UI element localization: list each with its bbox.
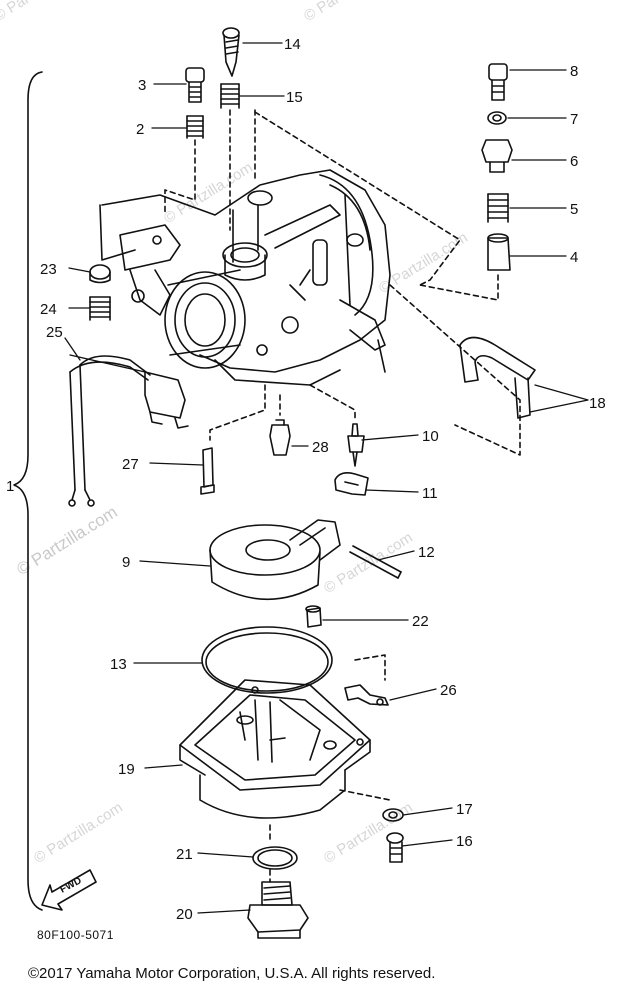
part-24-spring	[89, 296, 111, 321]
fwd-label: FWD	[58, 875, 83, 895]
leader-lines	[64, 42, 589, 914]
guide-line	[309, 384, 356, 421]
callout-26: 26	[440, 682, 457, 699]
carburetor-body	[101, 169, 391, 386]
callout-9: 9	[122, 554, 130, 571]
callout-25: 25	[46, 324, 63, 341]
part-19-float-bowl	[179, 679, 391, 841]
callout-7: 7	[570, 111, 578, 128]
callout-3: 3	[138, 77, 146, 94]
callout-13: 13	[110, 656, 127, 673]
part-6-pilot-screw	[481, 139, 513, 173]
guide-line	[254, 111, 461, 286]
callout-8: 8	[570, 63, 578, 80]
part-20-drain-plug	[247, 869, 309, 939]
callout-14: 14	[284, 36, 301, 53]
part-15-spring	[220, 83, 240, 231]
callout-22: 22	[412, 613, 429, 630]
part-27-jet	[200, 447, 215, 495]
part-13-gasket	[201, 626, 333, 694]
part-8-screw	[488, 63, 508, 101]
part-3-bolt	[185, 67, 205, 103]
guide-line	[209, 384, 266, 441]
callout-11: 11	[422, 485, 438, 502]
copyright-text: ©2017 Yamaha Motor Corporation, U.S.A. A…	[28, 965, 436, 982]
part-2-spring	[164, 115, 204, 216]
part-21-gasket	[252, 846, 298, 870]
callout-20: 20	[176, 906, 193, 923]
callout-15: 15	[286, 89, 303, 106]
throttle-linkage	[99, 204, 181, 316]
part-14-screw	[222, 27, 240, 77]
part-17-washer	[382, 808, 404, 822]
part-22-screw	[305, 605, 322, 628]
callout-1: 1	[6, 478, 14, 495]
callout-6: 6	[570, 153, 578, 170]
guide-line	[389, 284, 521, 456]
part-9-float	[209, 519, 341, 601]
callout-19: 19	[118, 761, 135, 778]
part-28-jet	[269, 419, 291, 456]
callout-17: 17	[456, 801, 473, 818]
callout-12: 12	[418, 544, 435, 561]
part-18-hose	[459, 336, 536, 419]
callout-10: 10	[422, 428, 439, 445]
callout-16: 16	[456, 833, 473, 850]
part-10-needle-valve	[347, 423, 365, 467]
drawing-code: 80F100-5071	[37, 928, 114, 942]
part-12-pin	[349, 545, 402, 579]
part-25-sensor	[68, 355, 189, 507]
part-26-bracket	[344, 654, 389, 706]
callout-21: 21	[176, 846, 193, 863]
assembly-bracket	[13, 71, 43, 911]
callout-23: 23	[40, 261, 57, 278]
fwd-arrow-icon	[41, 869, 97, 911]
callout-18: 18	[589, 395, 606, 412]
callout-2: 2	[136, 121, 144, 138]
callout-5: 5	[570, 201, 578, 218]
callout-4: 4	[570, 249, 578, 266]
callout-28: 28	[312, 439, 329, 456]
callout-24: 24	[40, 301, 57, 318]
callout-27: 27	[122, 456, 139, 473]
part-16-screw	[386, 832, 404, 863]
part-5-spring	[487, 193, 509, 223]
part-11-clip	[334, 472, 369, 496]
part-4-cap	[419, 233, 511, 301]
part-23-cap	[89, 264, 111, 284]
part-7-washer	[487, 111, 507, 125]
callout-numbers: 14 15 3 2 8 7 6 5 4 18 23 24 25 27 28 10…	[6, 36, 606, 923]
